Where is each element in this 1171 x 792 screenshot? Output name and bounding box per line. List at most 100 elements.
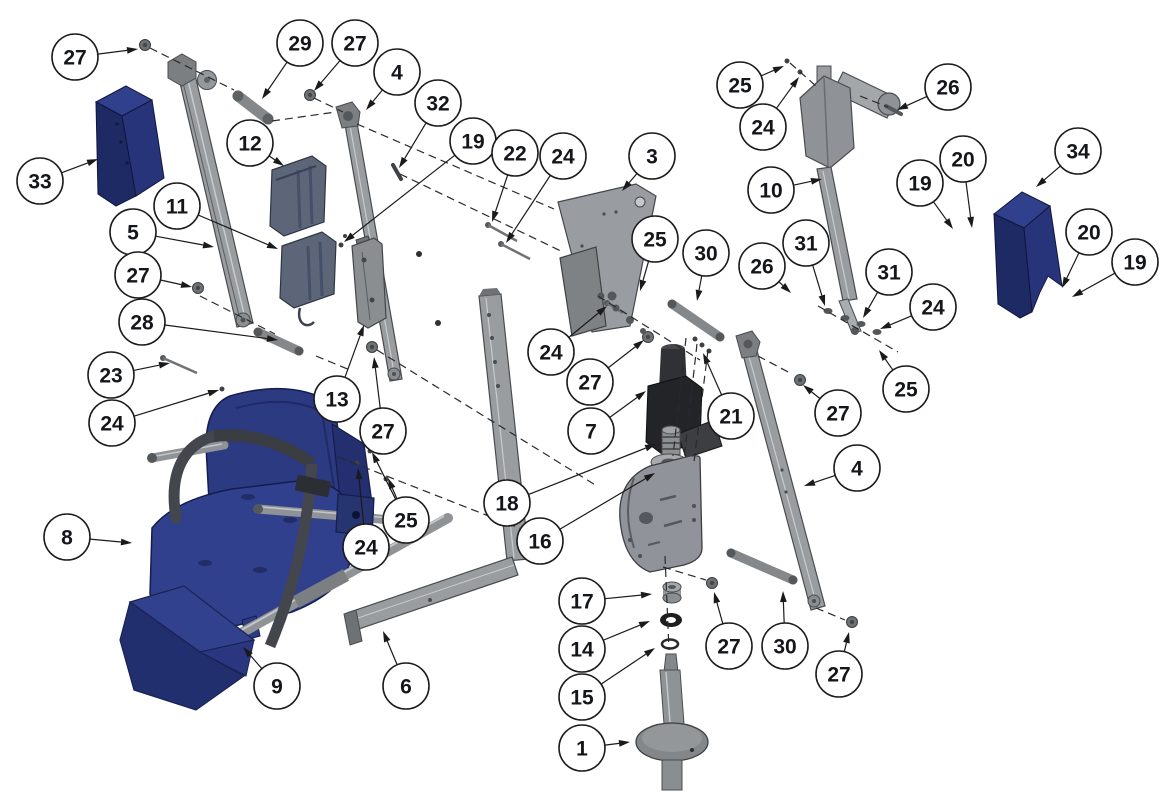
balloon-circle (1065, 208, 1113, 256)
centerline-dashed (356, 123, 555, 210)
balloon-circle (51, 33, 99, 81)
centerline-dashed (313, 97, 344, 113)
balloon-circle (707, 392, 755, 440)
leader-arrowhead-icon (789, 77, 799, 88)
part-link-rod-upper-left (253, 327, 304, 356)
leader-arrowhead-icon (880, 321, 892, 329)
callout-balloon: 27 (114, 251, 192, 299)
leader-arrowhead-icon (314, 80, 324, 91)
leader-arrowhead-icon (635, 391, 646, 401)
balloon-circle (527, 328, 575, 376)
leader-arrowhead-icon (266, 241, 278, 249)
balloon-number: 31 (877, 262, 901, 285)
leader-line (249, 654, 263, 670)
leader-line (352, 154, 456, 236)
leader-arrowhead-icon (695, 289, 703, 301)
balloon-number: 21 (719, 406, 743, 429)
leader-arrowhead-icon (843, 632, 850, 644)
leader-line (867, 291, 879, 309)
construction-lines (149, 47, 899, 651)
callout-balloon: 5 (109, 208, 214, 256)
callout-balloon: 24 (527, 306, 607, 376)
balloon-number: 23 (99, 365, 122, 388)
callout-balloon: 16 (516, 473, 655, 565)
callout-balloon: 31 (782, 219, 830, 306)
leader-line (965, 181, 972, 218)
balloon-number: 12 (238, 133, 261, 156)
leader-arrowhead-icon (638, 621, 650, 629)
callout-balloon: 27 (314, 19, 379, 91)
leader-line (698, 275, 703, 291)
balloon-circle (739, 103, 787, 151)
balloon-number: 19 (1123, 252, 1146, 275)
centerline-dashed (315, 355, 351, 371)
balloon-circle (253, 662, 301, 710)
leader-arrowhead-icon (713, 592, 721, 604)
leader-line (716, 602, 724, 624)
leader-arrowhead-icon (371, 357, 379, 369)
leader-arrowhead-icon (399, 156, 408, 168)
balloon-circle (815, 650, 863, 698)
leader-line (760, 69, 775, 77)
leader-line (511, 174, 551, 235)
callout-balloon: 28 (118, 298, 278, 346)
leader-arrowhead-icon (879, 350, 889, 361)
leader-line (1066, 252, 1080, 279)
leader-arrowhead-icon (388, 478, 396, 490)
leader-arrowhead-icon (357, 325, 364, 337)
leader-arrowhead-icon (120, 538, 132, 546)
balloon-circle (628, 132, 676, 180)
leader-line (376, 461, 397, 500)
leader-arrowhead-icon (207, 389, 219, 397)
balloon-number: 9 (271, 676, 283, 699)
leader-line (812, 264, 823, 296)
leader-arrowhead-icon (158, 361, 170, 369)
balloon-number: 15 (570, 687, 594, 710)
callout-balloon: 15 (558, 648, 655, 721)
leader-arrowhead-icon (355, 468, 363, 480)
callout-balloon: 7 (567, 391, 646, 455)
leader-arrowhead-icon (804, 479, 816, 486)
balloon-number: 25 (394, 510, 418, 533)
leader-arrowhead-icon (643, 473, 655, 482)
leader-arrowhead-icon (772, 66, 784, 74)
balloon-number: 27 (126, 265, 149, 288)
callout-balloon: 19 (1072, 238, 1159, 297)
balloon-number: 27 (371, 421, 394, 444)
part-seat-pad-right (993, 191, 1063, 319)
leader-arrowhead-icon (266, 335, 278, 342)
centerline-dashed (683, 343, 698, 460)
callout-balloon: 21 (703, 353, 755, 440)
balloon-number: 32 (426, 93, 449, 116)
balloon-circle (491, 129, 539, 177)
callout-balloon: 27 (51, 33, 138, 81)
hex-nut (139, 39, 858, 628)
leader-line (932, 201, 948, 221)
balloon-circle (814, 389, 862, 437)
leader-line (267, 61, 288, 91)
part-clevis-pin (232, 90, 274, 125)
leader-arrowhead-icon (272, 157, 284, 166)
leader-arrowhead-icon (492, 210, 499, 222)
balloon-number: 16 (528, 531, 551, 554)
balloon-number: 3 (646, 146, 658, 169)
callout-balloon: 24 (342, 468, 390, 571)
leader-line (404, 122, 427, 159)
balloon-circle (483, 479, 531, 527)
leader-line (164, 324, 268, 340)
balloon-circle (558, 577, 606, 625)
centerline-dashed (199, 295, 276, 335)
callout-balloon: 24 (880, 283, 957, 331)
balloon-number: 4 (391, 62, 403, 85)
balloon-circle (226, 119, 274, 167)
balloon-number: 14 (570, 639, 594, 662)
balloon-circle (682, 229, 730, 277)
leader-line (604, 594, 642, 600)
balloon-circle (276, 19, 324, 67)
callout-balloon: 20 (939, 135, 987, 228)
centerline-dashed (815, 607, 846, 621)
centerline-dashed (399, 173, 564, 253)
leader-arrowhead-icon (1072, 288, 1084, 297)
leader-arrowhead-icon (967, 216, 974, 228)
